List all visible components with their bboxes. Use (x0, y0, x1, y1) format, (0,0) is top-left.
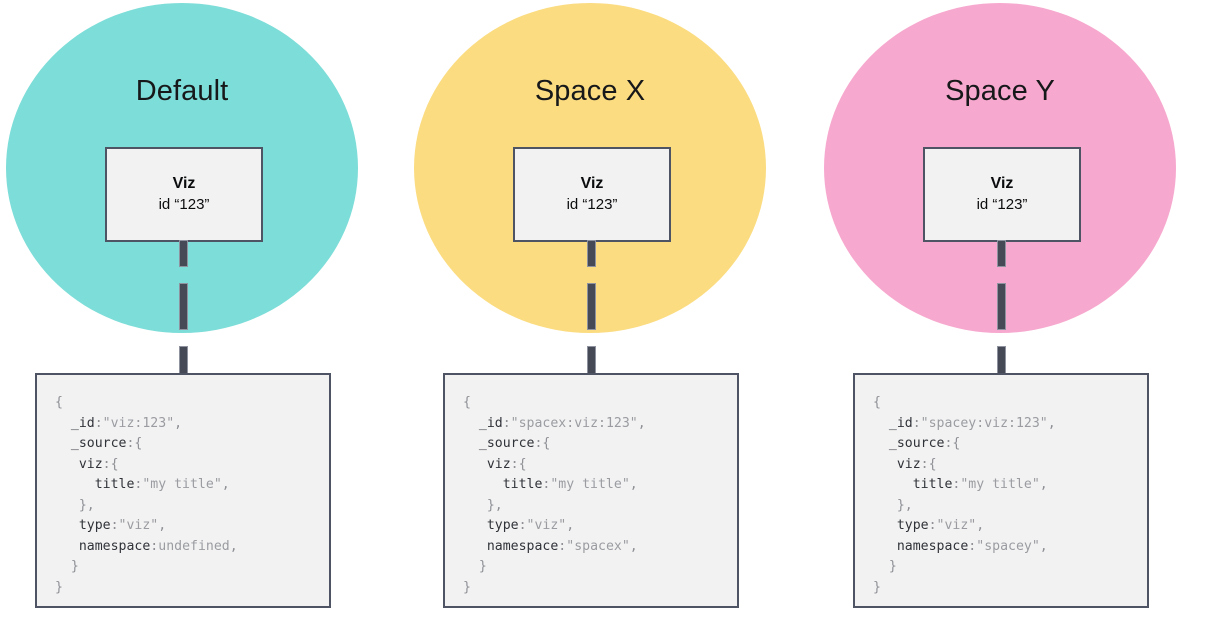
dashed-connector-default (179, 240, 188, 376)
dash-segment (179, 346, 188, 376)
dash-segment (179, 240, 188, 267)
space-panel-spacey: Space Y Viz id “123” { _id:"spacey:viz:1… (818, 0, 1228, 622)
viz-node-subtitle: id “123” (566, 196, 618, 213)
code-panel-default: { _id:"viz:123", _source:{ viz:{ title:"… (35, 373, 331, 608)
viz-node-spacex: Viz id “123” (513, 147, 671, 242)
dash-segment (997, 346, 1006, 376)
dash-segment (587, 240, 596, 267)
code-block: { _id:"viz:123", _source:{ viz:{ title:"… (55, 395, 238, 595)
dash-segment (587, 346, 596, 376)
code-panel-spacex: { _id:"spacex:viz:123", _source:{ viz:{ … (443, 373, 739, 608)
viz-node-default: Viz id “123” (105, 147, 263, 242)
dash-segment (587, 283, 596, 330)
dash-segment (997, 283, 1006, 330)
space-title-spacex: Space X (534, 75, 646, 107)
viz-node-title: Viz (580, 175, 604, 192)
space-panel-spacex: Space X Viz id “123” { _id:"spacex:viz:1… (408, 0, 818, 622)
space-title-default: Default (135, 75, 229, 107)
code-panel-spacey: { _id:"spacey:viz:123", _source:{ viz:{ … (853, 373, 1149, 608)
dash-segment (997, 240, 1006, 267)
viz-node-subtitle: id “123” (976, 196, 1028, 213)
dashed-connector-spacey (997, 240, 1006, 376)
space-title-spacey: Space Y (945, 75, 1055, 107)
viz-node-subtitle: id “123” (158, 196, 210, 213)
code-block: { _id:"spacex:viz:123", _source:{ viz:{ … (463, 395, 646, 595)
viz-node-title: Viz (172, 175, 196, 192)
space-panel-default: Default Viz id “123” { _id:"viz:123", _s… (0, 0, 410, 622)
viz-node-title: Viz (990, 175, 1014, 192)
dash-segment (179, 283, 188, 330)
dashed-connector-spacex (587, 240, 596, 376)
code-block: { _id:"spacey:viz:123", _source:{ viz:{ … (873, 395, 1056, 595)
viz-node-spacey: Viz id “123” (923, 147, 1081, 242)
